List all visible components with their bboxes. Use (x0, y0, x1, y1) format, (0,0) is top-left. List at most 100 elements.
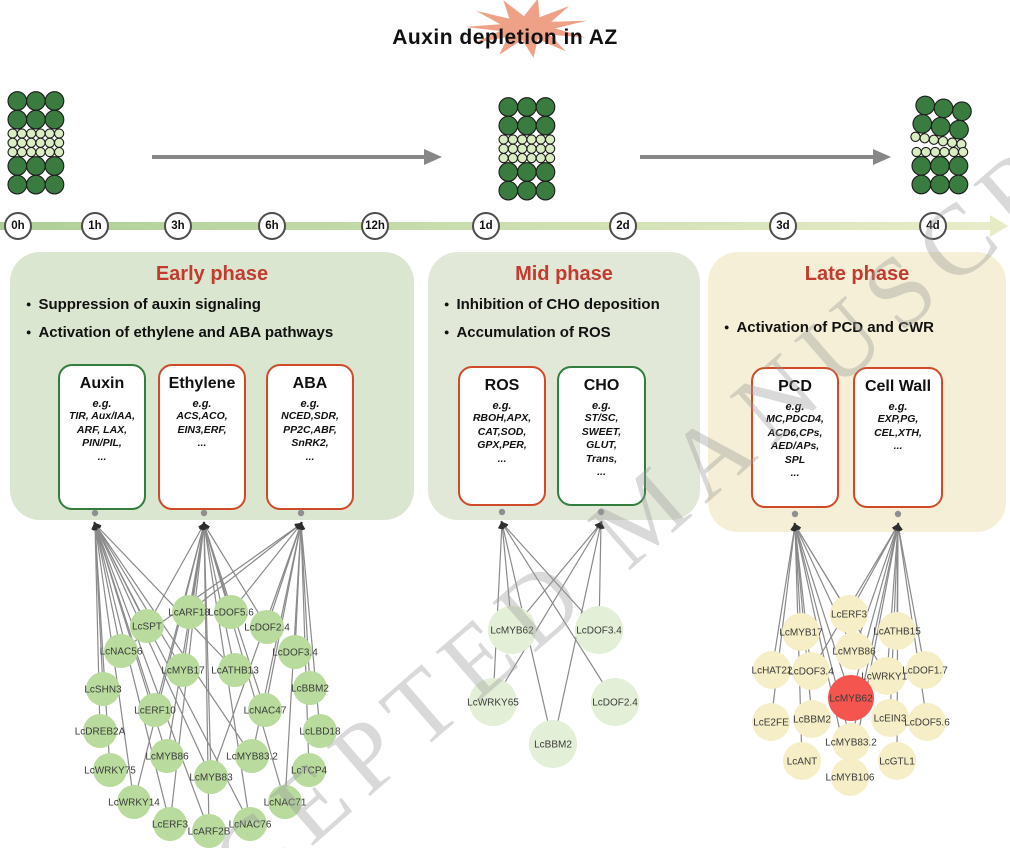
gene-list-line: Trans, (585, 452, 618, 465)
gene-node (831, 758, 869, 796)
network-edge (93, 521, 251, 825)
network-edge (92, 521, 171, 825)
gene-list-line: ACS,ACO, (176, 410, 228, 422)
network-edge (596, 520, 605, 631)
cell-dark (517, 97, 537, 117)
timeline-tick-1h: 1h (81, 212, 109, 240)
gene-node-label: LcDOF2.4 (244, 623, 290, 634)
gene-node (878, 612, 916, 650)
cell-az (53, 128, 65, 139)
cell-az (498, 143, 509, 154)
network-edge (92, 521, 122, 652)
cell-az (35, 137, 46, 148)
network-edge (793, 522, 850, 615)
cell-dark (517, 180, 537, 201)
gene-node-label: LcERF3 (831, 610, 868, 621)
network-edge (182, 521, 208, 671)
cell-dark (535, 115, 556, 136)
early-phase-bullet: Activation of ethylene and ABA pathways (26, 323, 406, 342)
gene-box-title: CHO (583, 377, 620, 394)
timeline-tick-0h: 0h (4, 212, 32, 240)
gene-node-label: LcWRKY65 (467, 698, 519, 709)
gene-node-label: LcMYB83.2 (226, 752, 278, 763)
gene-node (104, 634, 138, 668)
network-edge (492, 520, 603, 703)
gene-node-label: LcGTL1 (879, 757, 915, 768)
gene-node (83, 714, 117, 748)
gene-node (488, 606, 536, 654)
gene-node (752, 703, 790, 741)
cell-az (26, 128, 37, 139)
cell-az (44, 137, 55, 148)
cell-az (53, 146, 65, 158)
phase-arrow-head-icon (873, 149, 891, 165)
gene-list-line: ... (790, 467, 800, 479)
gene-box-aba: ABA e.g. NCED,SDR, PP2C,ABF, SnRK2, ... (266, 364, 354, 510)
cell-az (948, 146, 959, 158)
network-edge (792, 522, 852, 699)
gene-node (250, 610, 284, 644)
gene-node (278, 635, 312, 669)
gene-node (868, 657, 906, 695)
network-edge (792, 522, 851, 778)
network-edge (297, 521, 321, 732)
network-edge (200, 521, 210, 832)
cell-az (526, 134, 537, 145)
cell-az (507, 143, 519, 154)
cell-dark (952, 101, 972, 122)
network-edge (93, 521, 212, 778)
timeline-tick-3h: 3h (164, 212, 192, 240)
gene-node-label: LcMYB17 (779, 628, 823, 639)
gene-node (529, 720, 577, 768)
gene-node (830, 595, 868, 633)
timeline-tick-1d: 1d (472, 212, 500, 240)
network-edge (791, 522, 802, 633)
network-edge (188, 522, 303, 613)
gene-node-label: LcBBM2 (793, 715, 831, 726)
gene-node (292, 753, 326, 787)
cell-az (937, 136, 949, 147)
gene-node-label: LcSHN3 (84, 685, 122, 696)
network-edge (133, 521, 207, 803)
cell-az (930, 146, 941, 158)
cell-az (544, 143, 556, 154)
gene-node (166, 653, 200, 687)
cell-az (920, 146, 932, 158)
gene-node-label: LcERF3 (152, 820, 189, 831)
gene-node-label: LcDOF1.7 (902, 666, 948, 677)
cell-dark (915, 95, 936, 116)
gene-box-eg: e.g. (785, 401, 805, 413)
network-edge (200, 521, 212, 778)
network-edge (188, 521, 207, 613)
cell-dark (517, 162, 537, 182)
network-edge (894, 522, 902, 762)
cell-az (7, 128, 18, 139)
gene-list-line: GLUT, (586, 439, 617, 451)
gene-node-label: LcDOF3.4 (788, 667, 834, 678)
network-edge (201, 521, 236, 671)
cell-dark (933, 98, 954, 119)
network-edge (895, 522, 926, 671)
cell-az (26, 146, 37, 158)
network-edge (93, 522, 253, 757)
network-edge (810, 522, 900, 672)
gene-node-label: LcWRKY14 (108, 798, 160, 809)
network-edge (552, 520, 604, 745)
gene-node-label: LcNAC56 (100, 647, 143, 658)
gene-node (753, 651, 791, 689)
network-edge (499, 520, 554, 745)
gene-node (192, 814, 226, 848)
cell-dark (26, 91, 46, 111)
network-edge (889, 522, 902, 719)
network-edge (93, 521, 210, 832)
tick-label: 3d (776, 220, 790, 232)
gene-list-line: NCED,SDR, (281, 410, 339, 422)
network-edge (202, 522, 268, 628)
network-edge (200, 521, 251, 825)
gene-node (303, 714, 337, 748)
timeline-arrow-head (990, 215, 1008, 237)
tick-label: 12h (365, 220, 385, 232)
gene-box-title: Ethylene (168, 375, 236, 392)
gene-box-title: PCD (778, 378, 812, 395)
